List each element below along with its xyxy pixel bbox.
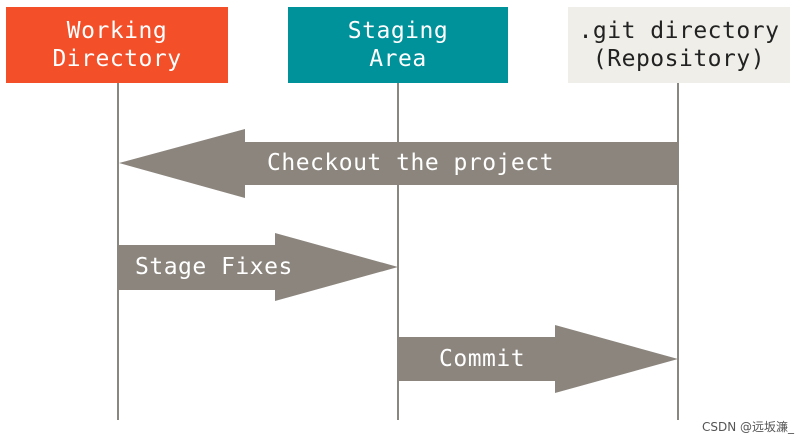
- checkout-label: Checkout the project: [267, 150, 554, 176]
- stage-fixes-arrow: [118, 233, 398, 301]
- watermark: CSDN @远坂濂_: [701, 420, 794, 434]
- commit-arrow: [398, 325, 678, 393]
- commit-label: Commit: [439, 346, 526, 372]
- stage-fixes-label: Stage Fixes: [135, 254, 293, 280]
- staging-area-box: Staging Area: [288, 7, 508, 83]
- staging-area-lifeline: [397, 83, 399, 420]
- working-directory-box: Working Directory: [6, 7, 228, 83]
- checkout-arrow: [119, 129, 678, 198]
- git-directory-lifeline: [677, 83, 679, 420]
- git-directory-box: .git directory (Repository): [568, 7, 790, 83]
